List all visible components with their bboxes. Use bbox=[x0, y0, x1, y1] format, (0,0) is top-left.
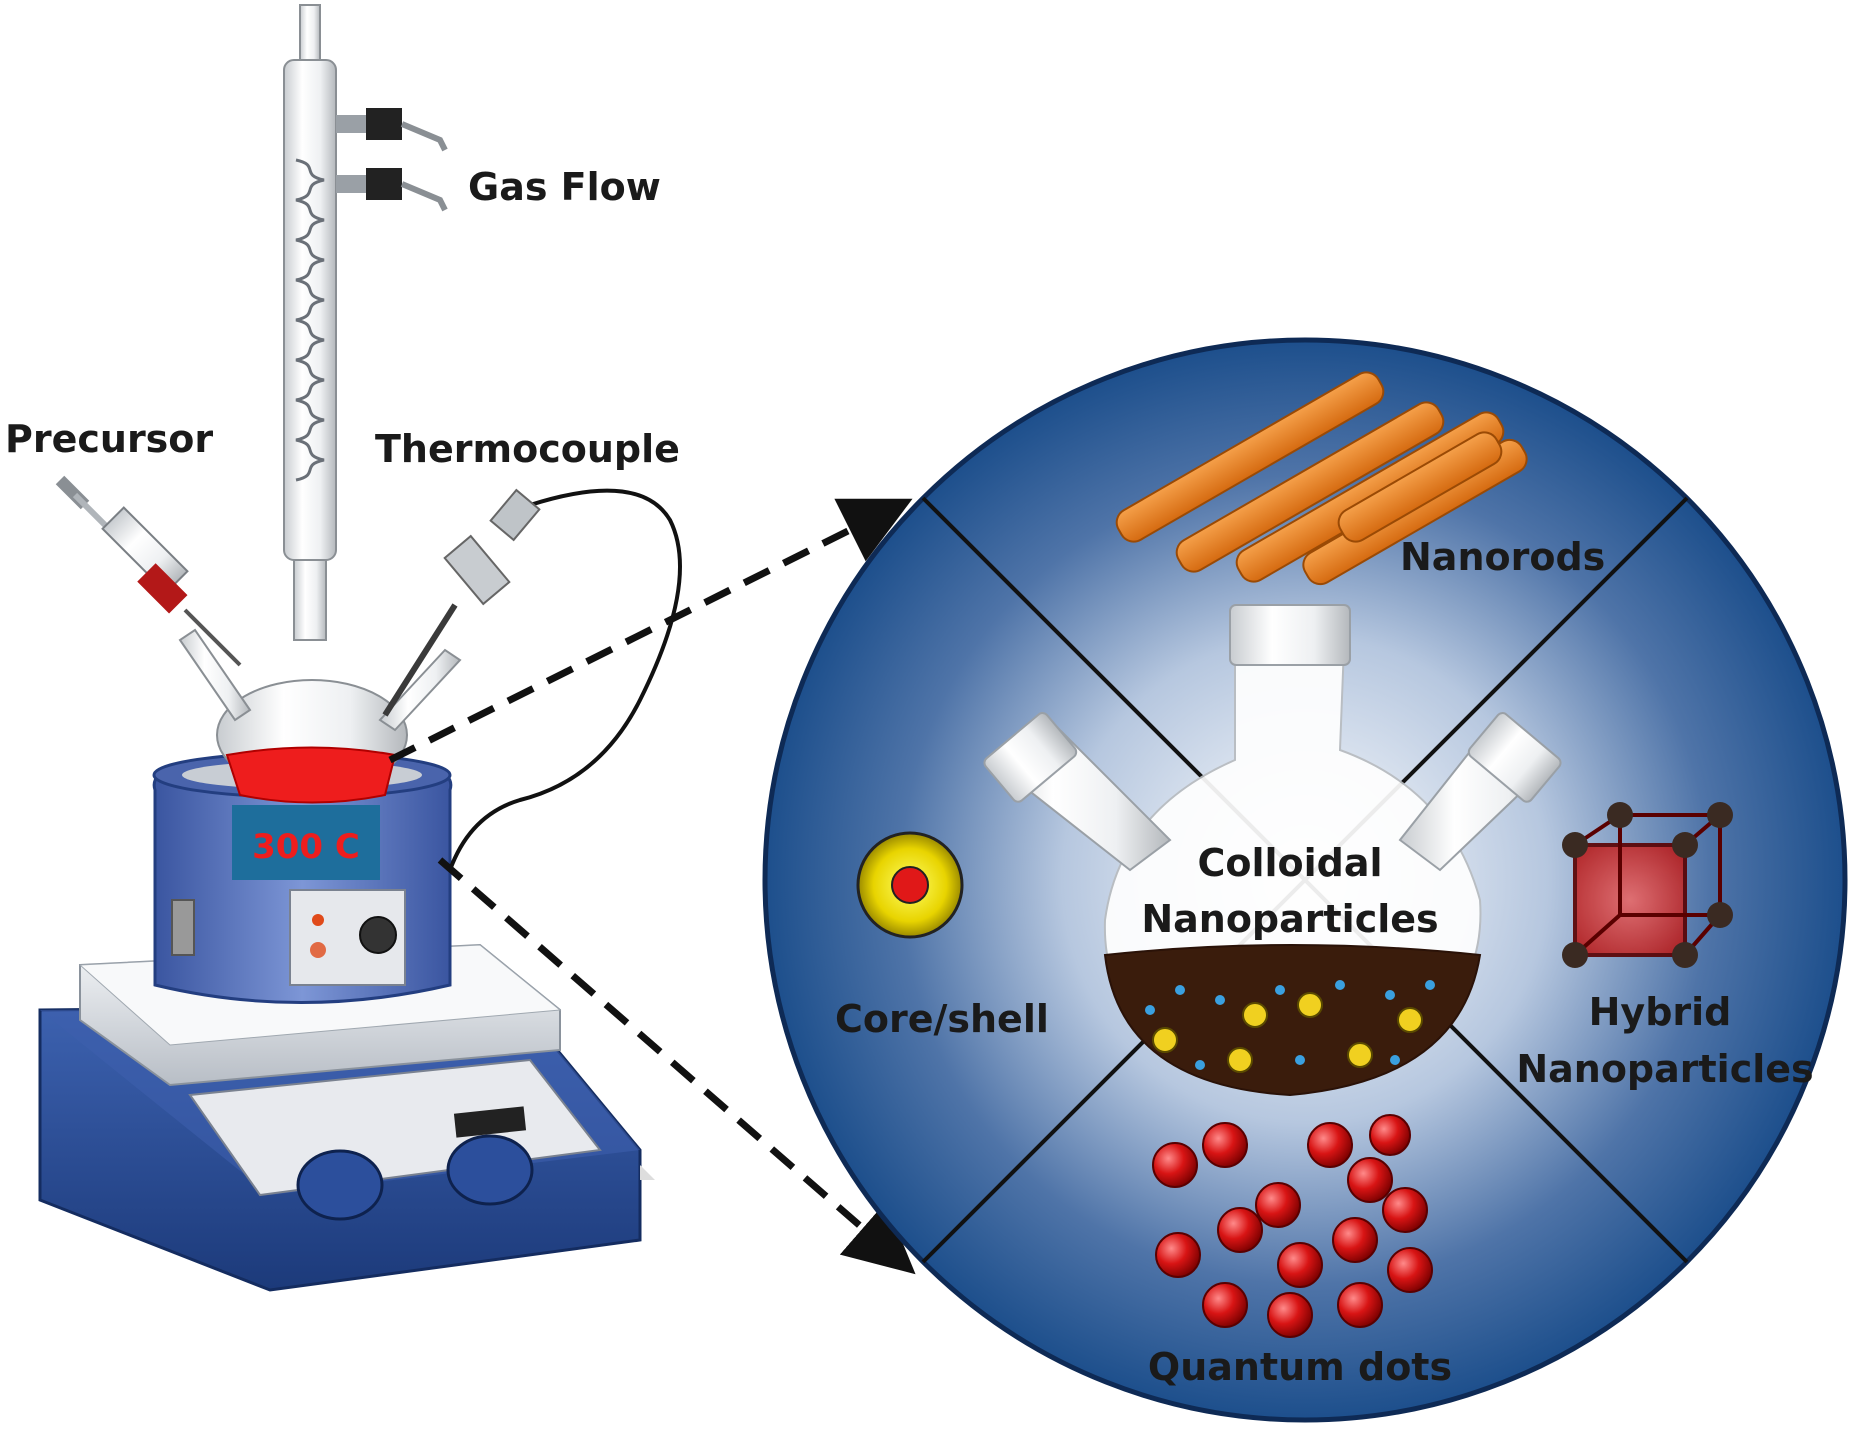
temperature-box bbox=[232, 805, 380, 880]
heat-knob bbox=[446, 1134, 534, 1206]
colloidal-label-line2: Nanoparticles bbox=[1141, 897, 1438, 941]
reaction-flask bbox=[178, 628, 462, 804]
solution-particles bbox=[1145, 980, 1435, 1073]
precursor-label: Precursor bbox=[5, 417, 213, 461]
thermocouple-wire bbox=[448, 488, 682, 871]
core-shell-graphic bbox=[856, 831, 964, 939]
precursor-syringe bbox=[55, 475, 242, 667]
nanorods-label: Nanorods bbox=[1400, 535, 1605, 579]
zoom-arrow-bottom bbox=[437, 857, 916, 1275]
zoom-arrow-top bbox=[388, 498, 913, 764]
hybrid-label-line2: Nanoparticles bbox=[1516, 1047, 1813, 1091]
temperature-label: 300 C bbox=[252, 827, 360, 867]
thermocouple-label: Thermocouple bbox=[375, 427, 680, 471]
quantum-dots-graphic bbox=[1152, 1114, 1433, 1338]
nanorods-graphic bbox=[1115, 371, 1528, 586]
colloidal-label-line1: Colloidal bbox=[1197, 841, 1382, 885]
gas-flow-label: Gas Flow bbox=[468, 165, 661, 209]
core-shell-label: Core/shell bbox=[835, 997, 1049, 1041]
thermocouple-probe bbox=[382, 488, 541, 717]
condenser bbox=[283, 4, 448, 641]
heat-band bbox=[225, 746, 397, 804]
hybrid-label-line1: Hybrid bbox=[1589, 990, 1732, 1034]
mantle-knob bbox=[359, 916, 397, 954]
central-flask bbox=[983, 604, 1562, 1097]
hybrid-cube-graphic bbox=[1562, 802, 1733, 968]
display-screen bbox=[453, 1106, 527, 1138]
stir-knob bbox=[296, 1149, 384, 1221]
nanoparticle-solution bbox=[1103, 944, 1482, 1097]
quantum-dots-label: Quantum dots bbox=[1148, 1345, 1452, 1389]
